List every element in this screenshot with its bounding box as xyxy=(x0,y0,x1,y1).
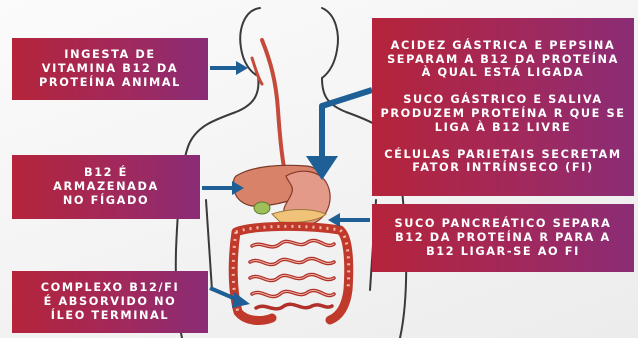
small-intestine xyxy=(250,240,334,308)
box-armazenada-text: B12 É ARMAZENADA NO FÍGADO xyxy=(53,166,159,207)
box-ingesta-text: INGESTA DE VITAMINA B12 DA PROTEÍNA ANIM… xyxy=(39,48,181,89)
arrow-ingesta xyxy=(210,61,248,75)
box-pancreatico: SUCO PANCREÁTICO SEPARA B12 DA PROTEÍNA … xyxy=(372,204,634,272)
esophagus xyxy=(262,40,286,178)
box-absorvido-text: COMPLEXO B12/FI É ABSORVIDO NO ÍLEO TERM… xyxy=(41,281,180,322)
arrow-acidez xyxy=(306,90,372,180)
box-pancreatico-text: SUCO PANCREÁTICO SEPARA B12 DA PROTEÍNA … xyxy=(395,217,612,258)
box-acidez-text: ACIDEZ GÁSTRICA E PEPSINA SEPARAM A B12 … xyxy=(387,39,619,80)
box-ingesta: INGESTA DE VITAMINA B12 DA PROTEÍNA ANIM… xyxy=(12,38,208,100)
box-celulas-text: CÉLULAS PARIETAIS SECRETAM FATOR INTRÍNS… xyxy=(384,148,621,176)
box-armazenada: B12 É ARMAZENADA NO FÍGADO xyxy=(12,155,200,219)
gallbladder xyxy=(254,202,270,214)
box-absorvido: COMPLEXO B12/FI É ABSORVIDO NO ÍLEO TERM… xyxy=(12,271,208,333)
box-estomago-etapas: ACIDEZ GÁSTRICA E PEPSINA SEPARAM A B12 … xyxy=(372,18,634,196)
box-suco-gastrico-text: SUCO GÁSTRICO E SALIVA PRODUZEM PROTEÍNA… xyxy=(380,93,625,134)
